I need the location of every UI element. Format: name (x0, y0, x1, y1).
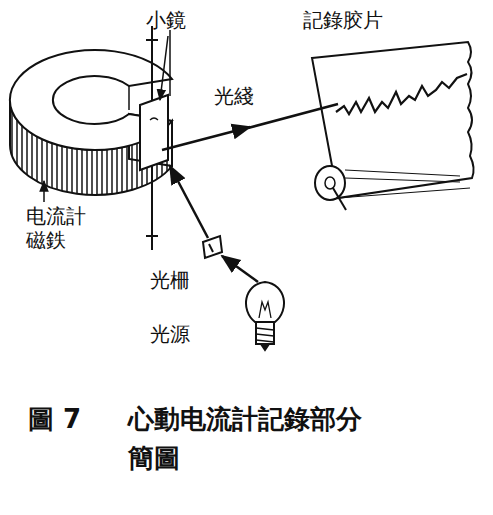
rod-tick (146, 235, 158, 237)
bulb-contact (261, 344, 269, 350)
leader-arrow (43, 181, 45, 202)
figure-number: 圖 7 (28, 400, 81, 439)
film-shade (345, 178, 460, 182)
mirror-mark (150, 118, 158, 120)
recorded-trace (336, 74, 467, 114)
small-mirror (140, 95, 168, 170)
magnet-inner-edge (128, 86, 130, 110)
part-label: 小鏡 (146, 8, 186, 32)
roll-axle (325, 177, 335, 189)
light-bulb (246, 282, 284, 350)
leader-arrow (160, 36, 168, 100)
figure-caption: 心動电流計記錄部分 簡圖 (128, 400, 378, 478)
bulb-base (256, 322, 274, 344)
film-shade (345, 170, 460, 176)
part-label: 記錄胶片 (303, 8, 383, 32)
bulb-glass (246, 282, 284, 322)
recording-film (312, 42, 474, 210)
grating (203, 236, 222, 258)
roll-shaft (333, 188, 346, 210)
bulb-thread (256, 334, 274, 336)
filament (259, 302, 271, 318)
bulb-thread (256, 340, 274, 342)
light-path (162, 104, 338, 282)
light-ray (170, 166, 208, 238)
magnet (10, 50, 172, 195)
film-edge (338, 188, 470, 198)
light-ray (222, 256, 258, 282)
part-label: 光柵 (150, 268, 190, 292)
grating-slit (209, 244, 213, 252)
string-wire (169, 30, 171, 96)
light-ray (248, 104, 338, 128)
rod-tick (146, 39, 158, 41)
film-roll (315, 166, 345, 200)
part-label: 电流計 磁鉄 (26, 204, 90, 252)
part-label: 光綫 (214, 84, 254, 108)
part-label: 光源 (150, 322, 190, 346)
bulb-thread (256, 328, 274, 330)
light-ray (162, 127, 250, 150)
